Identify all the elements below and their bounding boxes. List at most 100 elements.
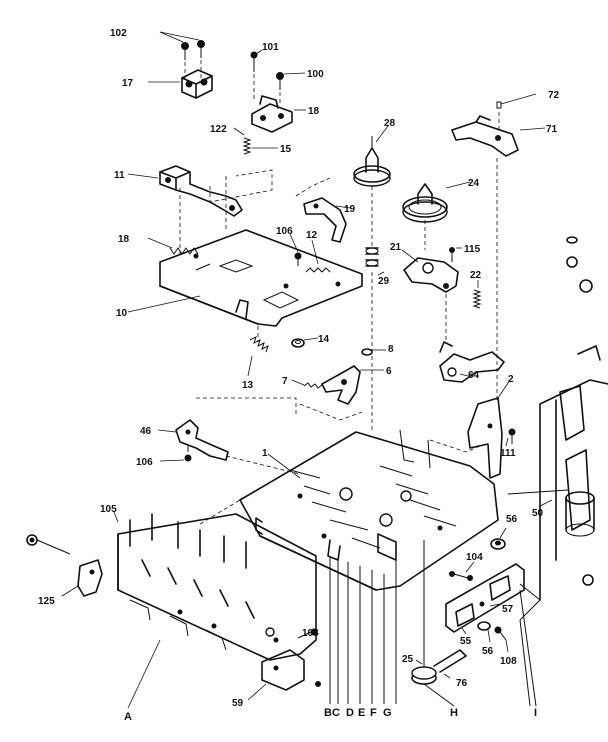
part-72-pin [496, 101, 502, 109]
callout-125: 125 [38, 596, 55, 607]
callout-115: 115 [464, 244, 481, 255]
part-21-arm [403, 257, 459, 293]
callout-28: 28 [384, 118, 396, 129]
locator-D: D [346, 707, 354, 719]
screw-125 [26, 534, 71, 555]
callout-19: 19 [344, 204, 356, 215]
spring-22 [472, 289, 482, 309]
callout-2: 2 [508, 374, 514, 385]
callout-76: 76 [456, 678, 468, 689]
locator-I: I [534, 707, 537, 719]
callout-72: 72 [548, 90, 560, 101]
part-19-lever [303, 197, 347, 243]
part-8-washer [361, 348, 373, 356]
spring-29 [365, 247, 379, 267]
callout-106-upper: 106 [276, 226, 293, 237]
callout-8: 8 [388, 344, 394, 355]
callout-106-lower: 106 [136, 457, 153, 468]
callout-108-right: 108 [500, 656, 517, 667]
spring-13 [249, 336, 269, 353]
callout-18-lower: 18 [118, 234, 130, 245]
part-28-reel [353, 136, 391, 187]
screw-108-lower [297, 628, 318, 639]
callout-55: 55 [460, 636, 472, 647]
nut-56-upper [490, 538, 506, 550]
locator-E: E [358, 707, 365, 719]
locator-H: H [450, 707, 458, 719]
part-25-pulley [411, 640, 437, 685]
callout-101: 101 [262, 42, 279, 53]
part-125-bracket [77, 559, 103, 597]
callout-1: 1 [262, 448, 268, 459]
nut-14 [291, 338, 305, 348]
screw-318 [315, 681, 321, 687]
callout-29: 29 [378, 276, 390, 287]
callout-57: 57 [502, 604, 514, 615]
part-16-bracket [251, 95, 293, 133]
part-17-head-block [181, 69, 213, 99]
callout-25: 25 [402, 654, 414, 665]
callout-102: 102 [110, 28, 127, 39]
callout-122: 122 [210, 124, 227, 135]
locator-A: A [124, 711, 132, 723]
leader-102 [159, 31, 184, 43]
part-64-lever [439, 341, 505, 383]
callout-100: 100 [307, 69, 324, 80]
part-59-bracket [261, 649, 305, 691]
part-24-reel [402, 183, 448, 223]
part-10-top-plate [159, 229, 363, 327]
callout-56-upper: 56 [506, 514, 518, 525]
callout-104: 104 [466, 552, 483, 563]
callout-17: 17 [122, 78, 134, 89]
callout-10: 10 [116, 308, 128, 319]
callout-59: 59 [232, 698, 244, 709]
screw-115 [449, 247, 455, 262]
spring-12 [305, 267, 331, 273]
callout-105: 105 [100, 504, 117, 515]
callout-111: 111 [500, 448, 516, 459]
locator-G: G [383, 707, 392, 719]
part-base-assembly [117, 513, 317, 661]
part-76-belt [433, 649, 467, 673]
nut-56-lower [477, 621, 491, 631]
callout-18-upper: 18 [308, 106, 320, 117]
part-55-plate [445, 563, 525, 633]
part-right-side-assembly [519, 236, 608, 621]
screw-111 [508, 428, 516, 444]
callout-64: 64 [468, 370, 480, 381]
spring-7 [303, 382, 326, 390]
callout-21: 21 [390, 242, 402, 253]
part-2-bracket [467, 397, 503, 479]
screw-101 [250, 51, 258, 72]
screw-104 [449, 571, 473, 581]
callout-108-lower: 108 [302, 628, 319, 639]
spring-18 [169, 247, 199, 255]
callout-12: 12 [306, 230, 318, 241]
callout-6: 6 [386, 366, 392, 377]
part-11-arm [159, 165, 243, 217]
callout-15: 15 [280, 144, 292, 155]
callout-24: 24 [468, 178, 480, 189]
callout-13: 13 [242, 380, 254, 391]
screw-106-left [184, 446, 192, 462]
part-46-bracket [175, 419, 229, 461]
screw-106-top [294, 252, 302, 266]
callout-71: 71 [546, 124, 558, 135]
spring-122 [242, 137, 252, 155]
screw-102-right [197, 40, 205, 58]
part-6-arm [321, 365, 361, 405]
locator-F: F [370, 707, 377, 719]
screw-100 [276, 72, 284, 90]
locator-BC: BC [324, 707, 340, 719]
callout-46: 46 [140, 426, 152, 437]
callout-14: 14 [318, 334, 330, 345]
callout-56-lower: 56 [482, 646, 494, 657]
part-71-lever [451, 115, 519, 157]
screw-102-left [181, 42, 189, 60]
callout-50: 50 [532, 508, 544, 519]
callout-7: 7 [282, 376, 288, 387]
part-1-main-chassis [239, 429, 499, 591]
screw-108-right [494, 626, 507, 641]
callout-11: 11 [114, 170, 125, 181]
